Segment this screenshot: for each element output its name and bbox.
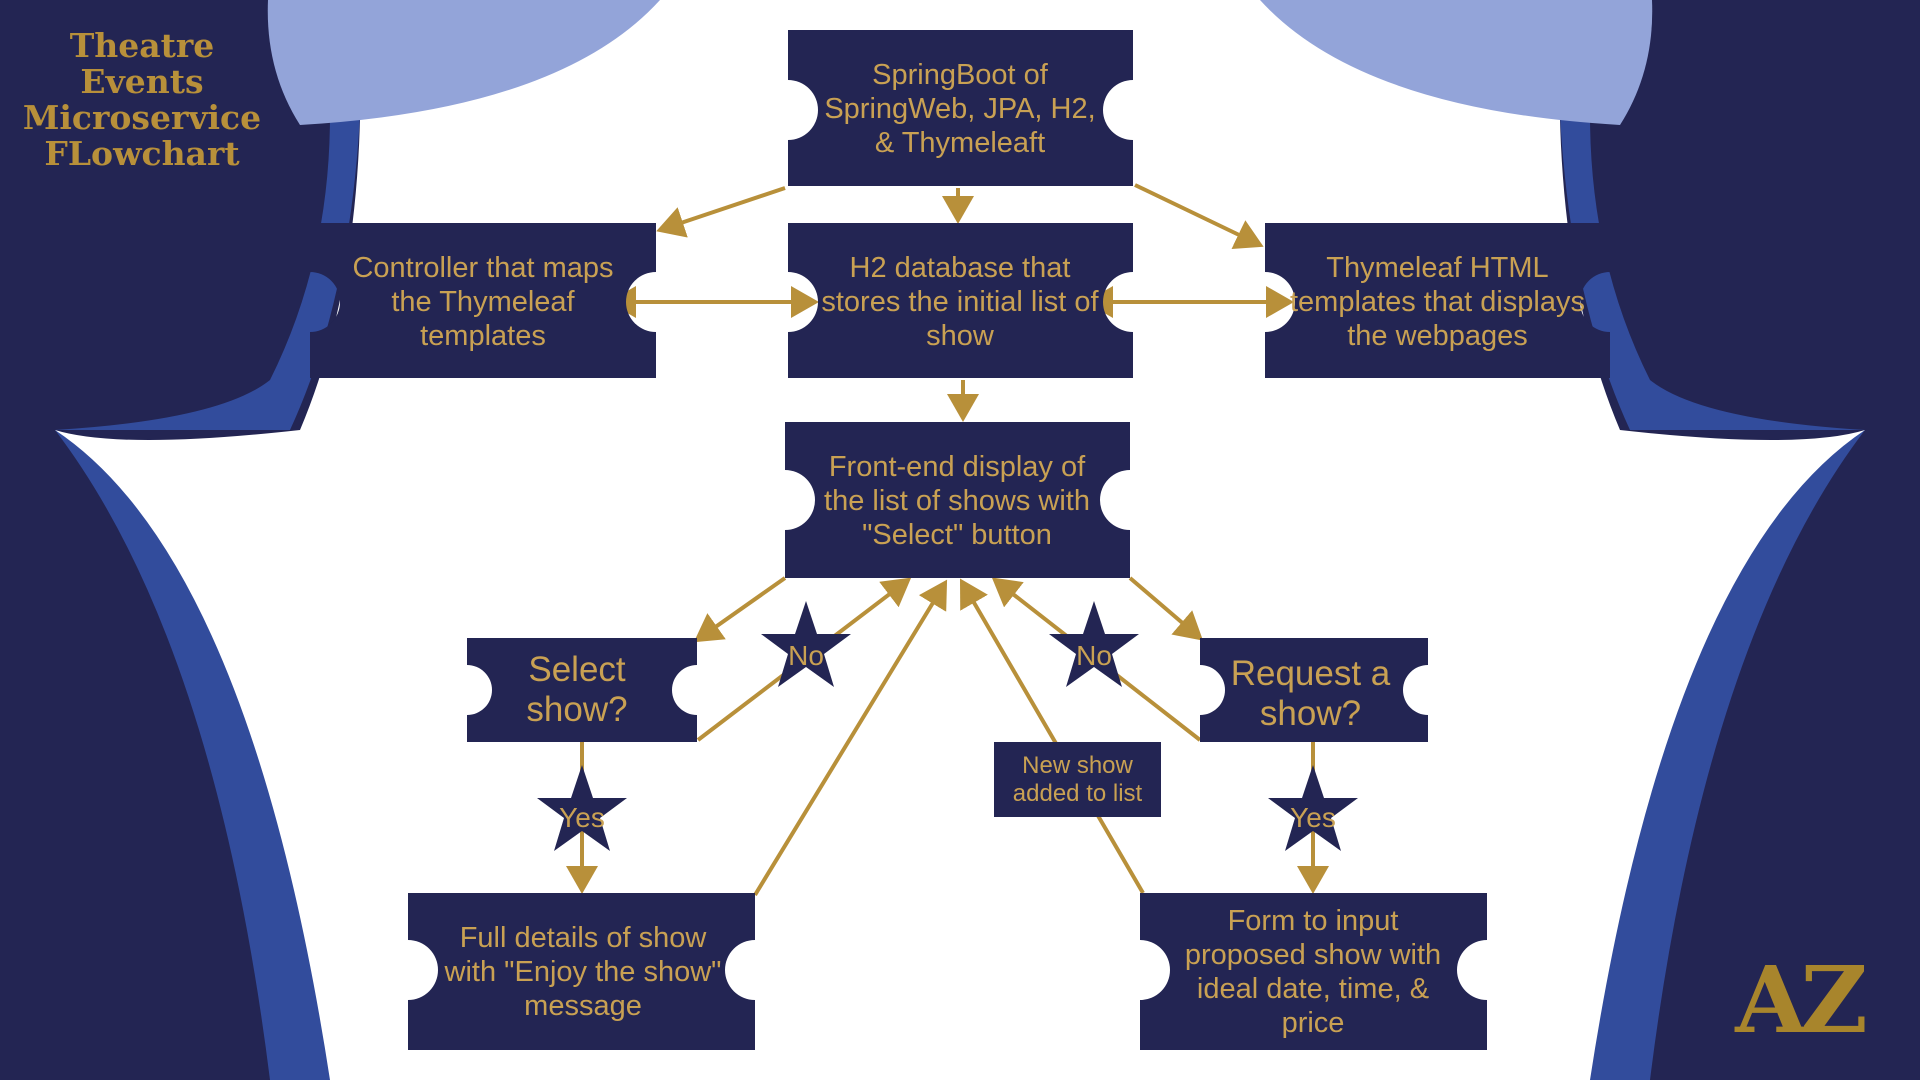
node-h2-database-label: H2 database that stores the initial list… bbox=[821, 252, 1099, 352]
node-full-details-label: Full details of show with "Enjoy the sho… bbox=[444, 922, 722, 1022]
star-no-right bbox=[1049, 601, 1139, 687]
title-line: Theatre bbox=[69, 26, 215, 65]
node-thymeleaf-templates-label: Thymeleaf HTML templates that displays t… bbox=[1290, 252, 1585, 352]
right-curtain bbox=[1260, 0, 1920, 1080]
node-h2-database bbox=[788, 223, 1133, 378]
stars bbox=[537, 601, 1358, 851]
edge-fulldetails-frontend bbox=[753, 579, 948, 897]
node-request-show bbox=[1200, 638, 1428, 742]
edge-frontend-request bbox=[1128, 576, 1204, 641]
node-new-show-added bbox=[994, 742, 1161, 817]
title-line: FLowchart bbox=[44, 134, 240, 173]
star-no-right-label: No bbox=[1076, 640, 1112, 671]
edge-form-frontend bbox=[959, 578, 1145, 895]
node-select-show bbox=[467, 638, 697, 742]
node-form-input-label: Form to input proposed show with ideal d… bbox=[1184, 905, 1442, 1039]
node-select-show-label: Select show? bbox=[526, 650, 628, 729]
node-form-input bbox=[1140, 893, 1487, 1050]
edge-frontend-select bbox=[693, 576, 787, 643]
star-no-left bbox=[761, 601, 851, 687]
node-full-details bbox=[408, 893, 755, 1050]
title-line: Events bbox=[80, 62, 204, 101]
left-curtain bbox=[0, 0, 660, 1080]
edge-springboot-controller bbox=[656, 186, 786, 238]
node-new-show-added-label: New show added to list bbox=[1012, 751, 1143, 807]
star-yes-right bbox=[1268, 765, 1358, 851]
node-springboot bbox=[788, 30, 1133, 186]
star-yes-right-label: Yes bbox=[1290, 802, 1336, 833]
title-line: Microservice bbox=[22, 98, 262, 137]
flowchart-title: Theatre Events Microservice FLowchart bbox=[22, 28, 262, 172]
node-thymeleaf-templates bbox=[1265, 223, 1610, 378]
node-front-end-label: Front-end display of the list of shows w… bbox=[824, 451, 1090, 551]
node-front-end bbox=[785, 422, 1130, 578]
edge-springboot-thymeleaf bbox=[1134, 183, 1264, 250]
star-no-left-label: No bbox=[788, 640, 824, 671]
nodes bbox=[310, 30, 1610, 1050]
node-controller bbox=[310, 223, 656, 378]
node-springboot-label: SpringBoot of SpringWeb, JPA, H2, & Thym… bbox=[824, 59, 1096, 159]
az-logo: AZ bbox=[1735, 946, 1868, 1054]
star-yes-left bbox=[537, 765, 627, 851]
node-request-show-label: Request a show? bbox=[1230, 654, 1391, 733]
node-controller-label: Controller that maps the Thymeleaf templ… bbox=[352, 252, 614, 352]
star-yes-left-label: Yes bbox=[559, 802, 605, 833]
